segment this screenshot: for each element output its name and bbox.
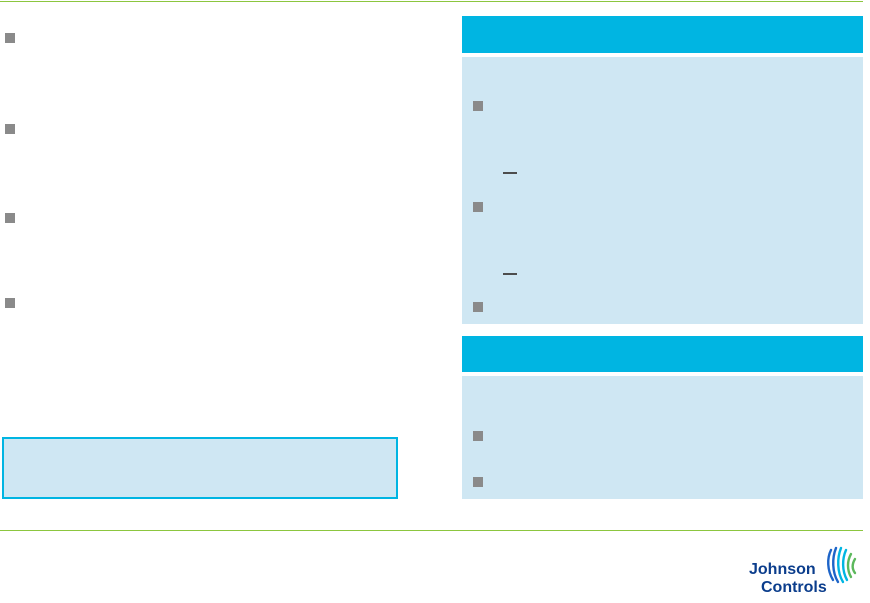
right-top-panel [462, 57, 863, 324]
top-rule [0, 1, 863, 2]
right-bottom-header [462, 336, 863, 372]
logo-word-controls: Controls [761, 579, 827, 596]
dash-marker-icon [503, 172, 517, 174]
bullet-square-icon [5, 213, 15, 223]
johnson-controls-logo: Johnson Controls [745, 546, 857, 598]
bullet-square-icon [5, 33, 15, 43]
right-bottom-panel [462, 376, 863, 499]
right-top-header [462, 16, 863, 53]
bullet-square-icon [5, 298, 15, 308]
logo-mark-icon [827, 546, 857, 584]
dash-marker-icon [503, 273, 517, 275]
bullet-square-icon [473, 302, 483, 312]
bottom-rule [0, 530, 863, 531]
logo-word-johnson: Johnson [749, 561, 816, 578]
bullet-square-icon [473, 101, 483, 111]
bullet-square-icon [473, 202, 483, 212]
bullet-square-icon [473, 431, 483, 441]
bullet-square-icon [473, 477, 483, 487]
bullet-square-icon [5, 124, 15, 134]
callout-box [2, 437, 398, 499]
